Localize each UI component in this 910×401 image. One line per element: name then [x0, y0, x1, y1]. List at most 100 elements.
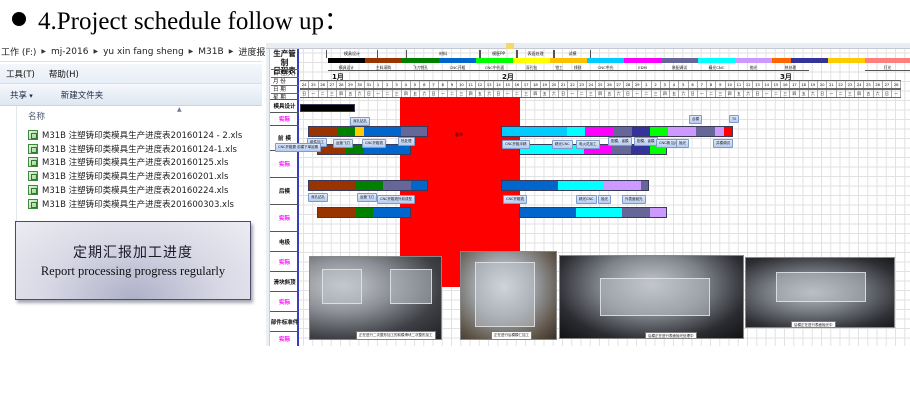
gantt-bar-core-plan [308, 180, 428, 191]
comment-note[interactable]: 运营飞刀 [357, 193, 377, 202]
comment-note[interactable]: CNC开粗需 前模下单延期 [275, 143, 322, 152]
column-header-bar [266, 43, 910, 49]
file-item[interactable]: M31B 注塑铸印类模具生产进度表20160125.xls [28, 156, 242, 170]
photo-caption: 后模正在进行表面抛光处理中 [645, 332, 697, 338]
gantt-bar-cavity-plan-2 [501, 126, 733, 137]
selected-column [506, 43, 514, 49]
photo-caption: 后模正在进行表面抛光中 [791, 321, 836, 327]
sort-arrow-icon: ▲ [177, 106, 182, 113]
mold-shape [600, 278, 710, 316]
comment-note[interactable]: 深孔钻孔 [308, 193, 328, 202]
comment-note[interactable]: 抛光 [598, 195, 611, 204]
comment-note[interactable]: 并模调试 [713, 139, 733, 148]
comment-note[interactable]: T0 [729, 115, 740, 123]
weekday-cell: 六 [874, 90, 883, 97]
date-cell: 25 [596, 81, 606, 88]
file-item[interactable]: M31B 注塑铸印类模具生产进度表20160124 - 2.xls [28, 128, 242, 142]
date-cell: 31 [365, 81, 374, 88]
comment-note[interactable]: 电火花加工 [576, 140, 600, 149]
row-label-actual: 实际 [270, 291, 299, 311]
weekday-cell: 三 [393, 90, 402, 97]
comment-note[interactable]: 合模 [689, 115, 702, 124]
comment-note[interactable]: 精光CNC [576, 195, 597, 204]
phase-sub-label: EDM [624, 64, 661, 71]
weekday-cell: 六 [485, 90, 495, 97]
date-cell: 16 [513, 81, 522, 88]
weekday-cell: 日 [883, 90, 892, 97]
date-cell: 25 [309, 81, 319, 88]
phase-sub-label: CNC中光面 [476, 64, 513, 71]
comment-note[interactable]: 外表面抛光 [622, 195, 646, 204]
date-cell: 12 [476, 81, 485, 88]
breadcrumb-folder[interactable]: yu xin fang sheng [103, 46, 184, 57]
photo-core-surface-polish: 后模正在进行表面抛光中 [745, 257, 895, 328]
comment-note[interactable]: CNC开粗铣 [362, 139, 387, 148]
navigation-pane[interactable] [0, 106, 17, 222]
phase-sub-label: 深孔钻 [513, 64, 550, 71]
weekday-cell: 日 [689, 90, 698, 97]
comment-note[interactable]: CNC开粗铣 [503, 195, 528, 204]
schedule-title-line1: 生产管制 [273, 49, 296, 67]
column-header-name[interactable]: 名称 [28, 112, 46, 122]
date-cell: 23 [846, 81, 855, 88]
date-cell: 4 [670, 81, 680, 88]
phase-color-edm [624, 58, 661, 63]
breadcrumb-drive[interactable]: 工作 (F:) [1, 48, 37, 58]
comment-note[interactable]: 抛光 [676, 139, 689, 148]
comment-note[interactable]: 热处理 [398, 137, 415, 146]
date-cell: 26 [319, 81, 328, 88]
weekday-cell: 六 [550, 90, 559, 97]
date-cell: 16 [781, 81, 791, 88]
date-cell: 26 [874, 81, 883, 88]
comment-note[interactable]: CNC开粗半精 [502, 140, 530, 149]
weekday-cell: 二 [642, 90, 652, 97]
comment-note[interactable]: 深孔钻孔 [350, 117, 370, 126]
phase-sub-label: 热处理 [772, 64, 809, 71]
comment-note[interactable]: 配模、省模 [608, 137, 632, 146]
photo-caption: 正在进行后模模仁加工 [491, 331, 532, 339]
date-cell: 20 [818, 81, 828, 88]
new-folder-button[interactable]: 新建文件夹 [60, 90, 104, 101]
weekday-cell: 四 [402, 90, 411, 97]
date-cell: 3 [393, 81, 402, 88]
phase-sub-label: CNC中光 [587, 64, 624, 71]
file-item[interactable]: M31B 注塑铸印类模具生产进度表20160124-1.xls [28, 142, 242, 156]
menu-tools[interactable]: 工具(T) [6, 69, 35, 80]
mold-shape [390, 269, 432, 304]
command-bar: 共享 新建文件夹 [0, 84, 262, 106]
date-cell: 1 [642, 81, 652, 88]
excel-file-icon [28, 157, 38, 168]
weekday-cell: 六 [679, 90, 689, 97]
date-cell: 15 [504, 81, 513, 88]
photo-core-polishing: 后模正在进行表面抛光处理中 [559, 255, 744, 339]
date-cell: 28 [624, 81, 633, 88]
schedule-title-line2: 日程表 [273, 66, 296, 75]
address-bar[interactable]: 工作 (F:) ▶ mj-2016 ▶ yu xin fang sheng ▶ … [0, 42, 265, 62]
date-cell: 9 [448, 81, 458, 88]
file-item[interactable]: M31B 注塑铸印类模具生产进度表20160201.xls [28, 169, 242, 183]
comment-note[interactable]: 精光CNC [552, 140, 573, 149]
comment-note[interactable]: CNC开粗铣外前成型 [377, 195, 416, 204]
breadcrumb-folder[interactable]: mj-2016 [51, 46, 89, 57]
weekday-cell: 二 [837, 90, 846, 97]
file-item[interactable]: M31B 注塑铸印类模具生产进度表201600303.xls [28, 197, 242, 211]
date-cell: 7 [430, 81, 439, 88]
date-cell: 27 [883, 81, 892, 88]
file-name: M31B 注塑铸印类模具生产进度表201600303.xls [42, 199, 234, 210]
date-cell: 29 [346, 81, 356, 88]
menu-help[interactable]: 帮助(H) [48, 69, 79, 80]
phase-color-mill [402, 58, 439, 63]
comment-note[interactable]: 运营飞刀 [333, 139, 353, 148]
file-item[interactable]: M31B 注塑铸印类模具生产进度表20160224.xls [28, 183, 242, 197]
date-cell: 2 [652, 81, 661, 88]
breadcrumb-current[interactable]: 进度报告 [238, 48, 265, 58]
comment-note[interactable]: 配模、省模 [634, 137, 658, 146]
report-callout-box: 定期汇报加工进度 Report processing progress regu… [15, 221, 251, 300]
share-button[interactable]: 共享 [10, 89, 33, 101]
weekday-cell: 五 [411, 90, 421, 97]
phase-color-design [328, 58, 365, 63]
photo-caption: 正在进行二次整形加工的前模滑块二次整形加工 [356, 331, 436, 339]
date-cell: 28 [337, 81, 347, 88]
breadcrumb-folder[interactable]: M31B [198, 46, 224, 57]
weekday-cell: 五 [670, 90, 680, 97]
